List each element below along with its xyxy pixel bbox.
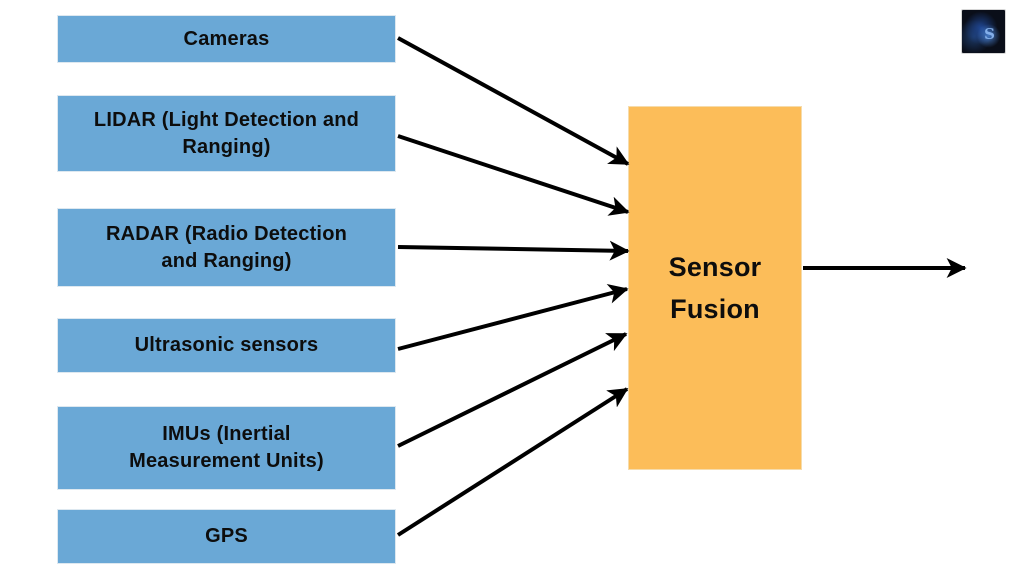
node-lidar-label: LIDAR (Light Detection and Ranging) [93, 108, 360, 158]
brand-logo: S [961, 9, 1006, 54]
connection-arrow [397, 283, 629, 351]
connection-arrow [397, 332, 628, 448]
node-lidar: LIDAR (Light Detection and Ranging) [57, 95, 396, 172]
node-sensor-fusion: Sensor Fusion [628, 106, 802, 470]
node-imus-label: IMUs (Inertial Measurement Units) [129, 423, 324, 472]
node-radar-label: RADAR (Radio Detection and Ranging) [105, 222, 348, 272]
node-cameras: Cameras [57, 15, 396, 63]
node-gps-label: GPS [205, 525, 248, 547]
node-imus: IMUs (Inertial Measurement Units) [57, 406, 396, 490]
node-cameras-label: Cameras [183, 27, 270, 50]
node-ultrasonic-sensors: Ultrasonic sensors [57, 318, 396, 373]
node-sensor-fusion-label: Sensor Fusion [668, 252, 762, 324]
node-ultrasonic-label: Ultrasonic sensors [134, 334, 319, 356]
node-gps: GPS [57, 509, 396, 564]
connection-arrow [396, 387, 629, 537]
node-radar: RADAR (Radio Detection and Ranging) [57, 208, 396, 287]
connection-arrow [397, 36, 630, 166]
brand-logo-glyph: S [984, 24, 995, 43]
connection-arrow [397, 134, 630, 216]
connection-arrow [397, 240, 630, 261]
